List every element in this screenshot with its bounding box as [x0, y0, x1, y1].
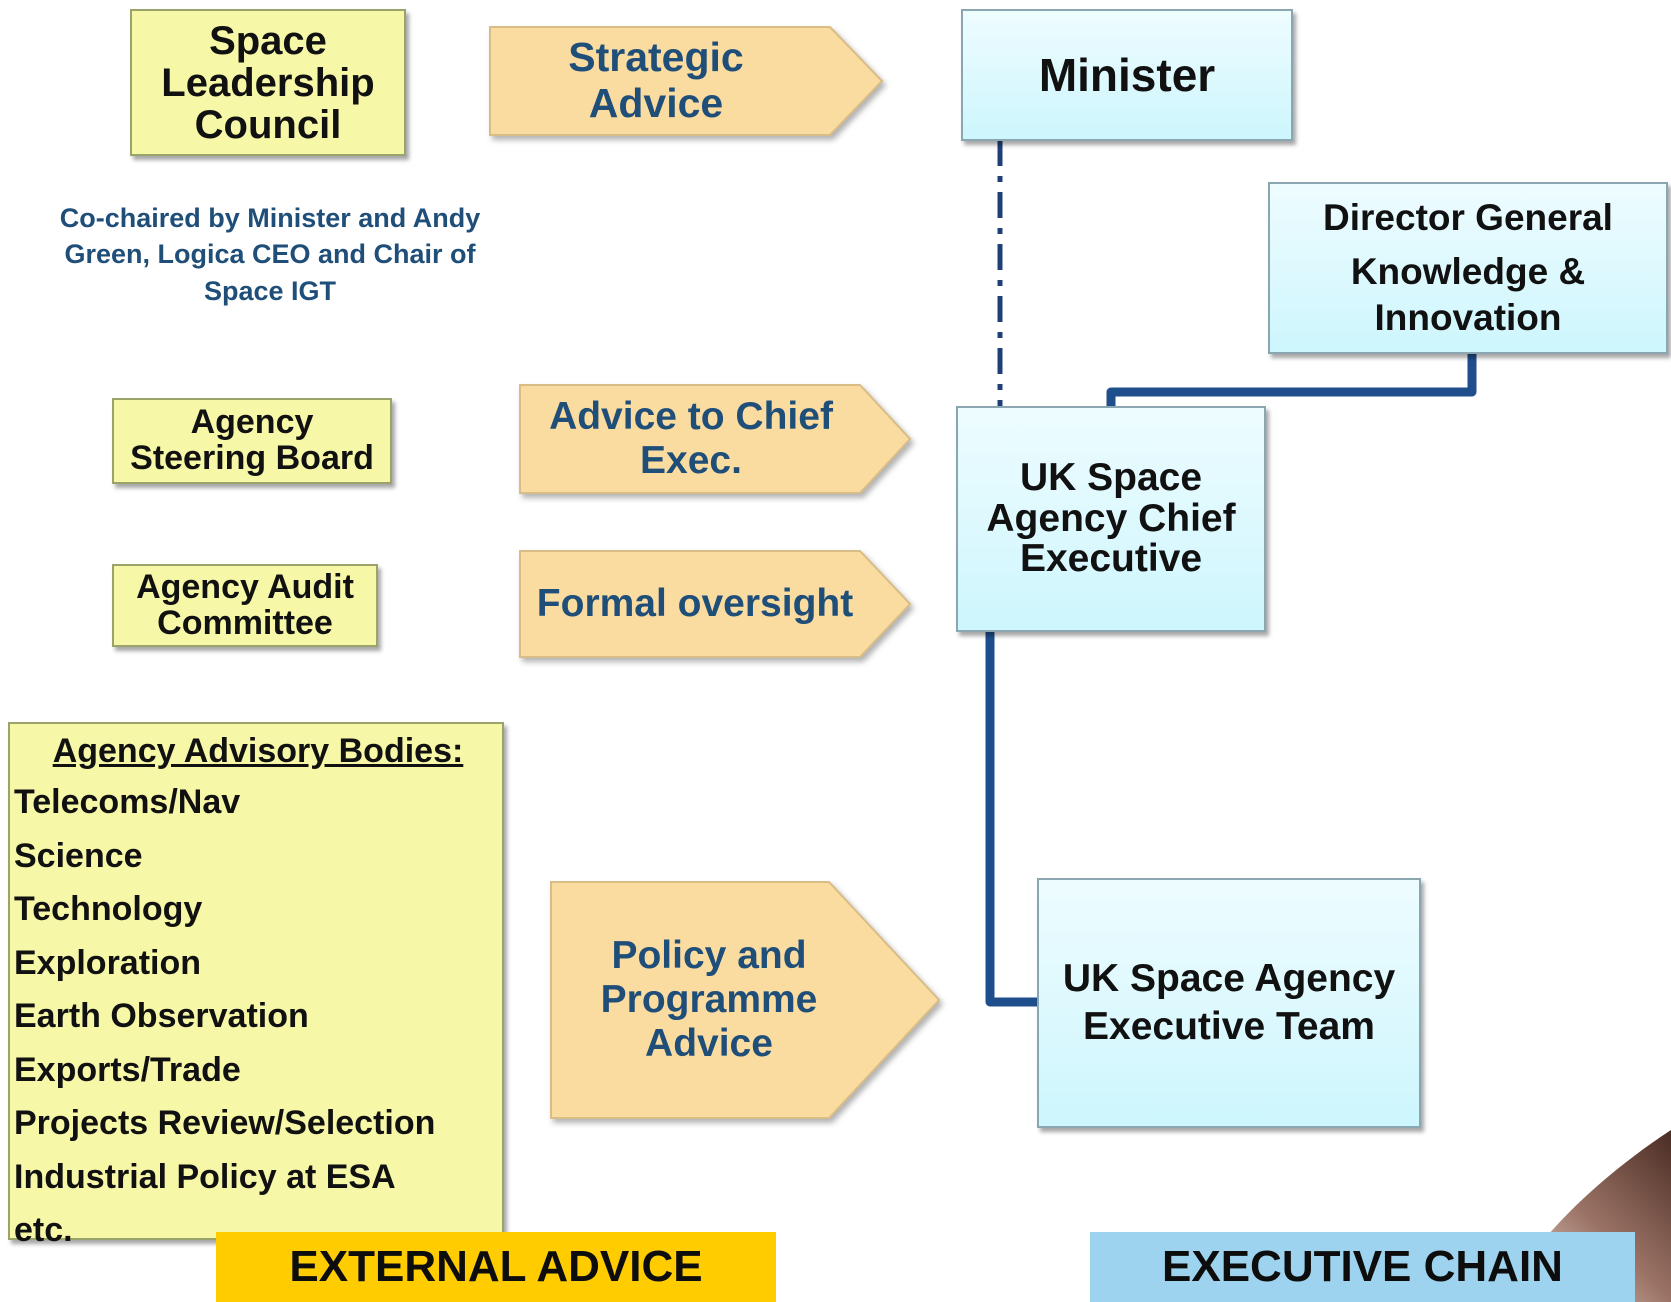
space-leadership-council-box: Space Leadership Council: [130, 9, 406, 156]
advisory-body-item: Telecoms/Nav: [14, 783, 241, 821]
arrow-shape: [519, 384, 912, 494]
director-line: Knowledge &: [1350, 250, 1586, 292]
formal-oversight-arrow: Formal oversight: [519, 550, 912, 658]
chief-executive-box: UK Space Agency Chief Executive: [956, 406, 1266, 632]
audit-line: Agency Audit: [136, 567, 354, 606]
strategic-advice-arrow: Strategic Advice: [489, 26, 884, 136]
advisory-body-item: Exploration: [14, 943, 202, 982]
arrow-shape: [519, 550, 912, 658]
exec-team-line: Executive Team: [1083, 1005, 1375, 1048]
arrow-line: Advice: [645, 1021, 773, 1065]
advisory-body-item: Exports/Trade: [14, 1050, 241, 1089]
audit-line: Committee: [157, 603, 333, 642]
note-line: Co-chaired by Minister and Andy: [59, 203, 481, 233]
council-line: Space: [209, 18, 327, 63]
advisory-body-item: Projects Review/Selection: [14, 1104, 436, 1142]
arrow-line: Advice: [588, 80, 724, 126]
advisory-bodies-title: Agency Advisory Bodies:: [52, 732, 464, 770]
exec-team-line: UK Space Agency: [1062, 957, 1396, 1001]
agency-audit-committee-box: Agency Audit Committee: [112, 564, 378, 647]
arrow-shape: [489, 26, 884, 136]
advisory-body-item: Industrial Policy at ESA: [14, 1157, 396, 1196]
steering-line: Steering Board: [130, 439, 374, 477]
council-line: Leadership: [161, 60, 375, 105]
steering-line: Agency: [190, 403, 314, 442]
director-line: Innovation: [1374, 297, 1562, 339]
advisory-body-item: Earth Observation: [14, 997, 309, 1035]
council-line: Council: [194, 102, 342, 147]
advisory-body-item: Technology: [14, 890, 203, 928]
director-line: Director General: [1323, 196, 1613, 238]
agency-steering-board-box: Agency Steering Board: [112, 398, 392, 484]
director-general-connector: [1106, 354, 1477, 406]
executive-chain-text: EXECUTIVE CHAIN: [1162, 1242, 1563, 1291]
note-line: Green, Logica CEO and Chair of: [64, 239, 476, 270]
arrow-line: Policy and: [611, 934, 807, 978]
minister-line: Minister: [1038, 48, 1216, 101]
cochair-note: Co-chaired by Minister and Andy Green, L…: [10, 200, 530, 309]
arrow-shape: [550, 881, 941, 1119]
advisory-body-item: Science: [14, 836, 143, 875]
advisory-body-item: etc.: [14, 1211, 73, 1249]
director-general-box: Director General Knowledge & Innovation: [1268, 182, 1668, 354]
policy-programme-advice-arrow: Policy and Programme Advice: [550, 881, 941, 1119]
arrow-line: Formal oversight: [536, 582, 854, 626]
arrow-line: Advice to Chief: [549, 395, 833, 439]
executive-team-box: UK Space Agency Executive Team: [1037, 878, 1421, 1128]
chief-exec-line: UK Space: [1019, 455, 1203, 499]
chief-exec-line: Agency Chief: [986, 496, 1236, 540]
executive-team-connector: [985, 630, 1038, 1007]
arrow-line: Exec.: [640, 439, 742, 482]
executive-chain-label: EXECUTIVE CHAIN: [1090, 1232, 1635, 1302]
note-line: Space IGT: [203, 275, 337, 306]
arrow-line: Strategic: [568, 34, 744, 81]
minister-box: Minister: [961, 9, 1293, 141]
arrow-line: Programme: [600, 978, 818, 1022]
agency-advisory-bodies-box: Agency Advisory Bodies: Telecoms/Nav Sci…: [8, 722, 504, 1249]
advice-to-chief-exec-arrow: Advice to Chief Exec.: [519, 384, 912, 494]
external-advice-text: EXTERNAL ADVICE: [289, 1242, 703, 1291]
external-advice-label: EXTERNAL ADVICE: [216, 1232, 776, 1302]
chief-exec-line: Executive: [1019, 537, 1203, 581]
